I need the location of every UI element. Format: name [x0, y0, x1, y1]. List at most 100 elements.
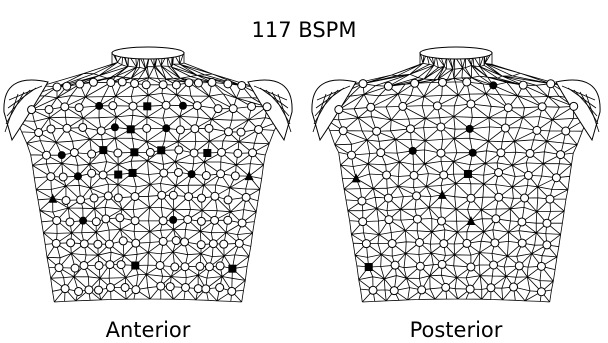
electrode-dot	[66, 218, 74, 226]
electrode-dot	[131, 217, 139, 225]
electrode-dot	[172, 81, 180, 89]
electrode-dot	[94, 240, 102, 248]
electrode-dot	[526, 149, 534, 157]
electrode-dot	[235, 239, 243, 247]
electrode-dot	[107, 78, 115, 86]
electrode-dot	[495, 169, 503, 177]
electrode-dot	[358, 197, 366, 205]
electrode-dot	[156, 261, 164, 269]
electrode-dot	[491, 239, 499, 247]
electrode-dot	[169, 191, 177, 199]
electrode-dot	[440, 240, 448, 248]
electrode-dot	[159, 81, 167, 89]
electrode-dot	[53, 217, 61, 225]
electrode-dot	[238, 81, 246, 89]
electrode-dot	[114, 149, 122, 157]
electrode-dot	[538, 103, 546, 111]
filled-electrode	[169, 216, 177, 224]
electrode-dot	[399, 102, 407, 110]
electrode-dot	[160, 169, 168, 177]
electrode-dot	[159, 237, 167, 245]
electrode-dot	[102, 215, 110, 223]
electrode-dot	[492, 215, 500, 223]
electrode-dot	[390, 287, 398, 295]
electrode-dot	[510, 283, 518, 291]
triangle-electrode	[438, 190, 447, 199]
electrode-dot	[367, 103, 375, 111]
electrode-dot	[63, 124, 71, 132]
electrode-dot	[198, 194, 206, 202]
electrode-dot	[174, 168, 182, 176]
electrode-dot	[416, 262, 424, 270]
electrode-dot	[61, 285, 69, 293]
electrode-dot	[339, 127, 347, 135]
electrode-dot	[255, 125, 263, 133]
electrode-dot	[533, 126, 541, 134]
electrode-dot	[75, 287, 83, 295]
electrode-dot	[562, 127, 570, 135]
electrode-dot	[228, 287, 236, 295]
electrode-dot	[59, 173, 67, 181]
electrode-dot	[218, 148, 226, 156]
electrode-dot	[234, 149, 242, 157]
electrode-dot	[80, 261, 88, 269]
electrode-dot	[121, 284, 129, 292]
electrode-dot	[146, 148, 154, 156]
electrode-dot	[504, 104, 512, 112]
electrode-dot	[70, 149, 78, 157]
electrode-dot	[166, 283, 174, 291]
electrode-dot	[114, 194, 122, 202]
filled-electrode	[162, 124, 170, 132]
electrode-dot	[175, 146, 183, 154]
square-electrode	[127, 125, 135, 133]
electrode-dot	[118, 78, 126, 86]
square-electrode	[203, 149, 211, 157]
figure-title: 117 BSPM	[252, 18, 357, 42]
electrode-dot	[47, 125, 55, 133]
electrode-dot	[335, 106, 343, 114]
electrode-dot	[518, 239, 526, 247]
electrode-dot	[104, 192, 112, 200]
square-electrode	[143, 102, 151, 110]
electrode-dot	[224, 216, 232, 224]
electrode-dot	[92, 218, 100, 226]
electrode-dot	[411, 79, 419, 87]
electrode-dot	[61, 103, 69, 111]
electrode-dot	[90, 194, 98, 202]
electrode-dot	[75, 104, 83, 112]
electrode-dot	[35, 129, 43, 137]
electrode-dot	[185, 79, 193, 87]
electrode-dot	[388, 240, 396, 248]
electrode-dot	[76, 80, 84, 88]
square-electrode	[99, 146, 107, 154]
electrode-dot	[63, 82, 71, 90]
electrode-dot	[205, 263, 213, 271]
electrode-dot	[95, 261, 103, 269]
filled-electrode	[469, 149, 477, 157]
electrode-dot	[384, 194, 392, 202]
filled-electrode	[466, 125, 474, 133]
electrode-dot	[490, 261, 498, 269]
electrode-dot	[348, 151, 356, 159]
square-electrode	[114, 171, 122, 179]
electrode-dot	[191, 125, 199, 133]
electrode-dot	[433, 102, 441, 110]
electrode-dot	[467, 194, 475, 202]
electrode-dot	[194, 285, 202, 293]
electrode-dot	[216, 262, 224, 270]
electrode-dot	[184, 216, 192, 224]
electrode-dot	[28, 106, 36, 114]
electrode-dot	[224, 128, 232, 136]
electrode-dot	[79, 123, 87, 131]
filled-electrode	[58, 151, 66, 159]
electrode-dot	[190, 149, 198, 157]
electrode-dot	[176, 126, 184, 134]
electrode-dot	[182, 283, 190, 291]
electrode-dot	[88, 169, 96, 177]
filled-electrode	[409, 147, 417, 155]
electrode-dot	[242, 193, 250, 201]
electrode-dot	[440, 171, 448, 179]
electrode-dot	[88, 150, 96, 158]
electrode-dot	[521, 194, 529, 202]
square-electrode	[365, 263, 373, 271]
